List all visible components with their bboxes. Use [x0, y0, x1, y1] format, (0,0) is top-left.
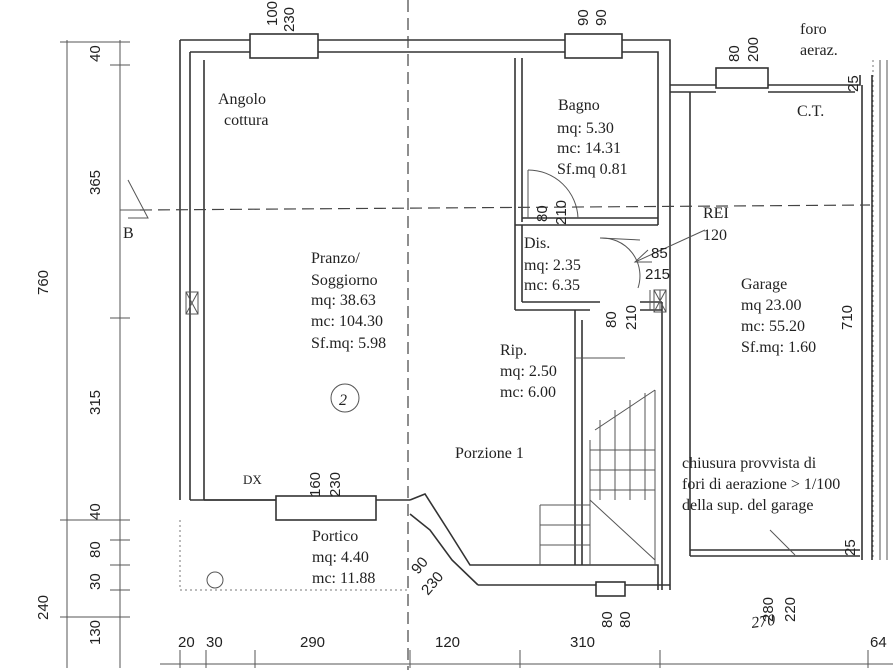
rei-line2: 120 [703, 227, 727, 244]
room-ct-label: C.T. [797, 103, 824, 120]
pranzo-mq: mq: 38.63 [311, 292, 376, 309]
garage-mc: mc: 55.20 [741, 318, 805, 335]
dis-name: Dis. [524, 235, 550, 252]
dim-tw3-a: 80 [726, 45, 743, 62]
dim-bottom-310: 310 [570, 634, 595, 651]
dim-portico-window-b: 230 [327, 472, 344, 497]
dim-tw1-b: 230 [281, 7, 298, 32]
room-bagno: Bagno mq: 5.30 mc: 14.31 Sf.mq 0.81 [557, 97, 628, 178]
dim-right-25-bottom: 25 [842, 539, 859, 556]
dim-bagno-door-a: 80 [534, 205, 551, 222]
section-lines [120, 0, 871, 670]
portico-mc: mc: 11.88 [312, 570, 375, 587]
room-dis: Dis. mq: 2.35 mc: 6.35 [524, 235, 581, 294]
dim-bottom-64: 64 [870, 634, 887, 651]
dim-tw2-a: 90 [575, 9, 592, 26]
handwritten-270: 270 [750, 612, 776, 632]
rip-mc: mc: 6.00 [500, 384, 556, 401]
dim-dis-door-a: 85 [651, 245, 668, 262]
handwritten-circle: 2 [330, 383, 360, 413]
dim-bottom-door-a: 80 [599, 611, 616, 628]
pranzo-sf: Sf.mq: 5.98 [311, 335, 386, 352]
dim-365: 365 [87, 170, 104, 195]
portico-name: Portico [312, 528, 358, 545]
dim-rip-door-a: 80 [603, 311, 620, 328]
dim-tw2-b: 90 [593, 9, 610, 26]
dim-bottom-door-b: 80 [617, 611, 634, 628]
dim-bottom-30: 30 [206, 634, 223, 651]
dim-40-top: 40 [87, 45, 104, 62]
dim-760: 760 [35, 270, 52, 295]
dim-portico-window-a: 160 [307, 472, 324, 497]
dim-240: 240 [35, 595, 52, 620]
garage-mq: mq 23.00 [741, 297, 801, 314]
garage-sf: Sf.mq: 1.60 [741, 339, 816, 356]
dim-right-25-top: 25 [845, 75, 862, 92]
angolo-line1: Angolo [218, 91, 266, 108]
bagno-name: Bagno [558, 97, 600, 114]
pranzo-line1: Pranzo/ [311, 250, 360, 267]
dim-garage-door-b: 220 [782, 597, 799, 622]
chiusura-line1: chiusura provvista di [682, 455, 817, 472]
rip-mq: mq: 2.50 [500, 363, 557, 380]
interior-walls [185, 58, 667, 590]
dx-label: DX [243, 472, 262, 487]
angolo-line2: cottura [224, 112, 268, 129]
dim-rip-door-b: 210 [623, 305, 640, 330]
right-dimension-line [872, 60, 888, 560]
portico-mq: mq: 4.40 [312, 549, 369, 566]
dim-bagno-door-b: 210 [553, 200, 570, 225]
room-portico: Portico mq: 4.40 mc: 11.88 [312, 528, 375, 587]
bagno-mq: mq: 5.30 [557, 120, 614, 137]
dis-mc: mc: 6.35 [524, 277, 580, 294]
dim-30: 30 [87, 573, 104, 590]
pranzo-mc: mc: 104.30 [311, 313, 383, 330]
garage-door-symbol [769, 529, 796, 556]
chiusura-line2: fori di aerazione > 1/100 [682, 476, 840, 493]
dim-80: 80 [87, 541, 104, 558]
bagno-mc: mc: 14.31 [557, 140, 621, 157]
dim-bottom-290: 290 [300, 634, 325, 651]
dim-tw1-a: 100 [264, 1, 281, 26]
dim-garage-door-a: 280 [760, 597, 777, 622]
dim-right-710: 710 [839, 305, 856, 330]
handwritten-circle-text: 2 [339, 392, 347, 409]
room-pranzo-soggiorno: Pranzo/ Soggiorno mq: 38.63 mc: 104.30 S… [311, 250, 386, 352]
dim-130: 130 [87, 620, 104, 645]
foro-line1: foro [800, 21, 827, 38]
foro-line2: aeraz. [800, 42, 838, 59]
room-rip: Rip. mq: 2.50 mc: 6.00 [500, 342, 557, 401]
rei-line1: REI [703, 205, 729, 222]
room-garage: Garage mq 23.00 mc: 55.20 Sf.mq: 1.60 [741, 276, 816, 356]
section-b-label: B [123, 225, 134, 242]
pranzo-line2: Soggiorno [311, 272, 378, 289]
bagno-sf: Sf.mq 0.81 [557, 161, 628, 178]
room-angolo-cottura: Angolo cottura [218, 91, 268, 129]
bottom-dimension-line [160, 650, 893, 668]
dim-dis-door-b: 215 [645, 266, 670, 283]
left-dimension-lines [60, 40, 130, 668]
porzione-label: Porzione 1 [455, 445, 524, 462]
dim-bottom-120: 120 [435, 634, 460, 651]
rip-name: Rip. [500, 342, 527, 359]
dim-40-bottom: 40 [87, 503, 104, 520]
dis-mq: mq: 2.35 [524, 257, 581, 274]
dim-bottom-20: 20 [178, 634, 195, 651]
dim-tw3-b: 200 [745, 37, 762, 62]
rei-arrow [633, 229, 706, 263]
outer-walls [179, 33, 873, 597]
dim-315: 315 [87, 390, 104, 415]
chiusura-line3: della sup. del garage [682, 497, 814, 514]
garage-name: Garage [741, 276, 787, 293]
